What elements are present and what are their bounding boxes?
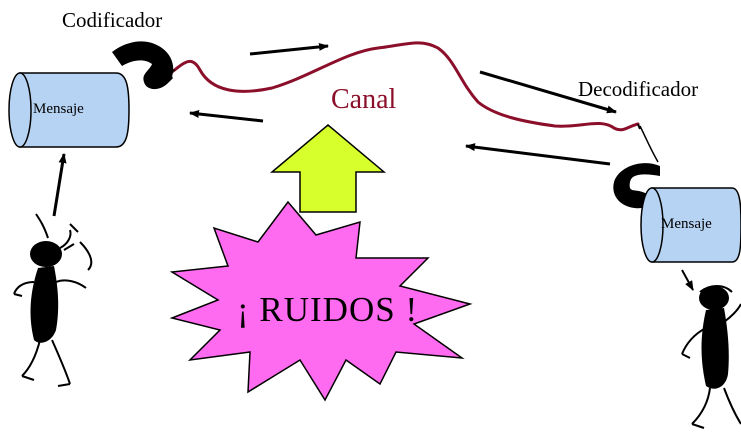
receiver-person-icon — [681, 285, 741, 429]
arrow-forward-right — [479, 70, 617, 114]
noise-up-arrow — [269, 124, 387, 213]
message-label-left: Mensaje — [33, 101, 84, 117]
encoder-phone-icon — [112, 41, 176, 90]
encoder-label: Codificador — [62, 8, 163, 32]
arrow-message-to-person — [681, 269, 694, 291]
message-scroll-right — [640, 187, 741, 263]
message-label-right: Mensaje — [661, 216, 712, 232]
arrow-forward-top — [249, 42, 329, 56]
channel-label: Canal — [331, 84, 397, 115]
arrow-back-right — [465, 143, 611, 166]
arrow-back-left — [189, 110, 264, 123]
channel-line — [170, 41, 640, 132]
message-scroll-left — [8, 72, 130, 148]
arrow-person-to-message — [52, 153, 67, 217]
noise-label: ¡ RUIDOS ! — [237, 290, 419, 329]
noise-starburst — [169, 200, 473, 402]
decoder-label: Decodificador — [578, 77, 699, 101]
sender-person-icon — [13, 213, 93, 387]
